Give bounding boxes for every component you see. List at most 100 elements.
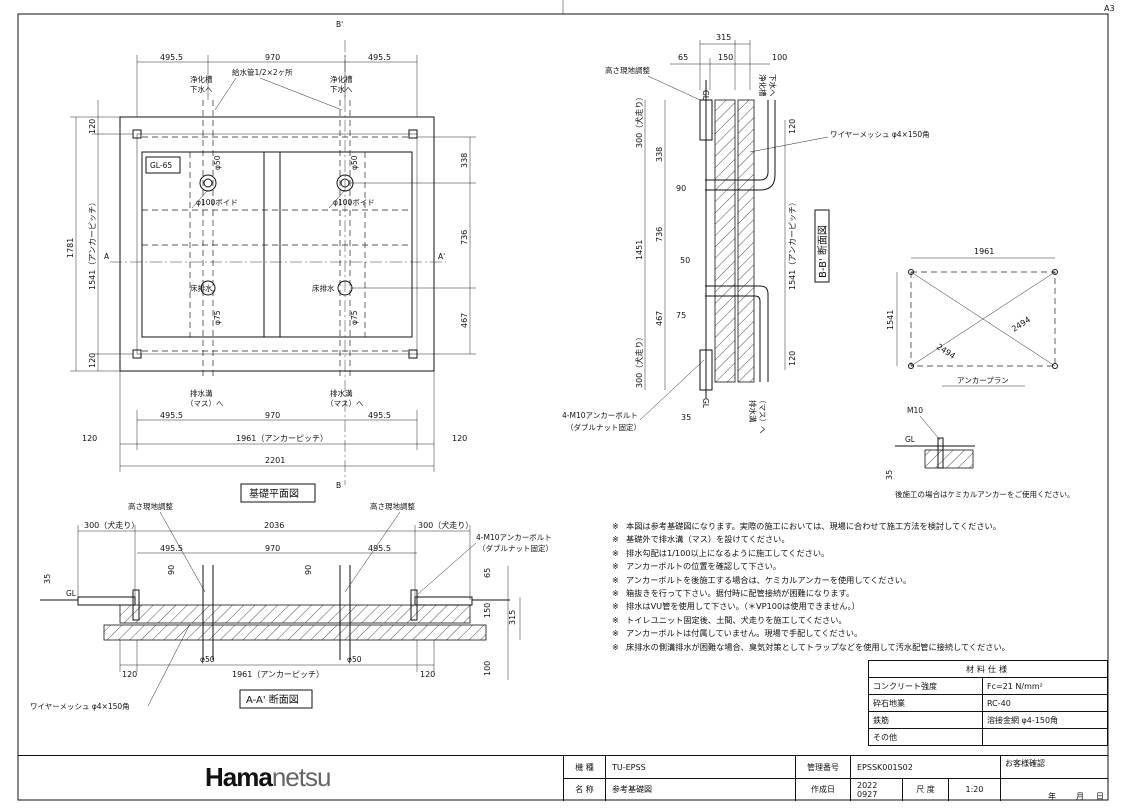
aa-label-mesh: ワイヤーメッシュ φ4×150角 [30, 701, 130, 711]
tb-name-value: 参考基礎図 [605, 778, 795, 801]
tb-date-label: 作成日 [795, 778, 850, 801]
plan-dim-pitch: 1961（アンカーピッチ） [236, 434, 328, 443]
svg-text:φ50: φ50 [350, 155, 359, 170]
bb-dim-35: 35 [681, 413, 691, 422]
plan-outline [119, 116, 435, 372]
materials-value: Fc=21 N/mm² [981, 677, 1109, 695]
plan-dim-left-120-bot: 120 [88, 353, 97, 368]
bb-dim-left-5: 736 [655, 227, 664, 242]
svg-text:（ダブルナット固定）: （ダブルナット固定） [478, 543, 553, 553]
svg-text:120: 120 [420, 670, 435, 679]
bb-dim-left-8: 75 [676, 311, 686, 320]
tb-mgmt-label: 管理番号 [795, 756, 850, 778]
aa-label-anchor: 4-M10アンカーボルト [476, 533, 552, 542]
section-aa: 高さ現地調整 高さ現地調整 300（犬走り） 2036 300（犬走り） 495… [30, 501, 553, 711]
title-block: 機 種 TU-EPSS 管理番号 EPSSK001S02 お客様確認 名 称 参… [18, 755, 1108, 801]
svg-text:床排水: 床排水 [312, 283, 335, 293]
materials-value: RC-40 [981, 694, 1109, 712]
aa-label-phi50-left: φ50 [200, 655, 215, 664]
aa-dim-35: 35 [43, 574, 52, 584]
anchor-diag-1: 2494 [935, 342, 957, 361]
plan-dim-top-3: 495.5 [368, 53, 391, 62]
svg-text:（マス）へ: （マス）へ [186, 399, 224, 408]
materials-key: 鉄筋 [868, 711, 983, 729]
anchor-plan: 1961 1541 2494 2494 アンカープラン [886, 247, 1058, 387]
note-item: ※箱抜きを行って下さい。据付時に配管接続が困難になります。 [612, 588, 855, 599]
svg-text:下水へ: 下水へ [768, 74, 778, 97]
plan-dim-left-120-top: 120 [88, 119, 97, 134]
detail-note: 後施工の場合はケミカルアンカーをご使用ください。 [895, 489, 1074, 499]
svg-text:排水溝: 排水溝 [748, 400, 758, 423]
aa-dim-top-1: 300（犬走り） [84, 520, 139, 530]
tb-mgmt-value: EPSSK001S02 [850, 756, 1000, 778]
plan-dim-right-3: 467 [460, 313, 469, 328]
plan-dim-left-pitch: 1541（アンカーピッチ） [88, 198, 97, 290]
plan-dim-120-left: 120 [82, 434, 97, 443]
bb-dim-120-top: 120 [788, 119, 797, 134]
bb-dim-left-6: 50 [680, 256, 690, 265]
bb-dim-left-3: 90 [676, 184, 686, 193]
materials-value: 溶接金網 φ4-150角 [981, 711, 1109, 729]
sheet-size-label: A3 [1104, 4, 1115, 13]
section-bb: 315 65 150 100 高さ現地調整 浄化槽 下水へ GL GL ワイヤー… [562, 33, 930, 434]
note-item: ※本図は参考基礎図になります。実際の施工においては、現場に合わせて施工方法を検討… [612, 521, 1001, 531]
bb-dim-left-1: 300（犬走り） [634, 93, 644, 148]
aa-dim-top-3: 300（犬走り） [418, 520, 473, 530]
plan-dim-bottom-1: 495.5 [160, 411, 183, 420]
materials-key: 砕石地業 [868, 694, 983, 712]
svg-text:下水へ: 下水へ [330, 84, 353, 94]
bb-dim-left-9: 300（犬走り） [634, 333, 644, 388]
plan-marker-b2: B' [336, 20, 343, 29]
bb-label-gl-top: GL [701, 90, 710, 101]
aa-slab [119, 604, 471, 624]
svg-text:（マス）へ: （マス）へ [758, 396, 767, 434]
tb-scale-label: 尺 度 [902, 778, 948, 801]
aa-dim-315: 315 [508, 610, 517, 625]
plan-marker-b: B [336, 481, 341, 490]
note-item: ※排水はVU管を使用して下さい。（＊VP100は使用できません。） [612, 601, 860, 612]
svg-text:φ100ボイド: φ100ボイド [333, 198, 375, 207]
tb-customer-label: お客様確認 [1000, 756, 1108, 801]
tb-name-label: 名 称 [563, 778, 605, 801]
detail-label-m10: M10 [907, 406, 923, 415]
plan-label-gl: GL-65 [150, 161, 172, 170]
svg-text:（マス）へ: （マス）へ [326, 399, 364, 408]
tb-model-label: 機 種 [563, 756, 605, 778]
anchor-diag-2: 2494 [1010, 315, 1032, 334]
bb-dim-left-4: 1451 [635, 240, 644, 260]
notes-list: ※本図は参考基礎図になります。実際の施工においては、現場に合わせて施工方法を検討… [612, 520, 1092, 654]
aa-dim-mid-1: 495.5 [160, 544, 183, 553]
bb-dim-top-2: 65 [678, 53, 688, 62]
aa-dim-pitch: 1961（アンカーピッチ） [232, 670, 324, 679]
plan-dim-top-1: 495.5 [160, 53, 183, 62]
aa-label-gl: GL [66, 589, 77, 598]
note-item: ※排水勾配は1/100以上になるように施工してください。 [612, 547, 830, 558]
bb-slab [714, 99, 736, 383]
plan-dim-120-right: 120 [452, 434, 467, 443]
aa-dim-150: 150 [483, 603, 492, 618]
tb-year: 年 [1048, 792, 1056, 801]
bb-label-height-adj: 高さ現地調整 [605, 65, 650, 75]
plan-label-water-supply: 給水管1/2×2ヶ所 [232, 67, 293, 77]
plan-dim-right-2: 736 [460, 230, 469, 245]
aa-dim-100: 100 [483, 661, 492, 676]
bb-title: B-B' 断面図 [816, 225, 829, 278]
bb-dim-right-pitch: 1541（アンカーピッチ） [788, 198, 797, 290]
aa-dim-90-left: 90 [167, 565, 176, 575]
plan-label-phi75: φ75 [213, 310, 222, 325]
materials-key: コンクリート強度 [868, 677, 983, 695]
plan-label-floor-drain-left: 床排水 [190, 283, 213, 293]
svg-text:90: 90 [304, 565, 313, 575]
svg-text:下水へ: 下水へ [190, 84, 213, 94]
materials-value [981, 728, 1109, 746]
svg-text:φ50: φ50 [347, 655, 362, 664]
aa-dim-top-2: 2036 [264, 521, 284, 530]
svg-text:排水溝: 排水溝 [330, 388, 353, 398]
plan-label-drain-left: 排水溝 [190, 388, 213, 398]
svg-text:GL: GL [701, 398, 710, 409]
aa-dim-mid-2: 970 [265, 544, 280, 553]
materials-header: 材料仕様 [868, 660, 1108, 678]
